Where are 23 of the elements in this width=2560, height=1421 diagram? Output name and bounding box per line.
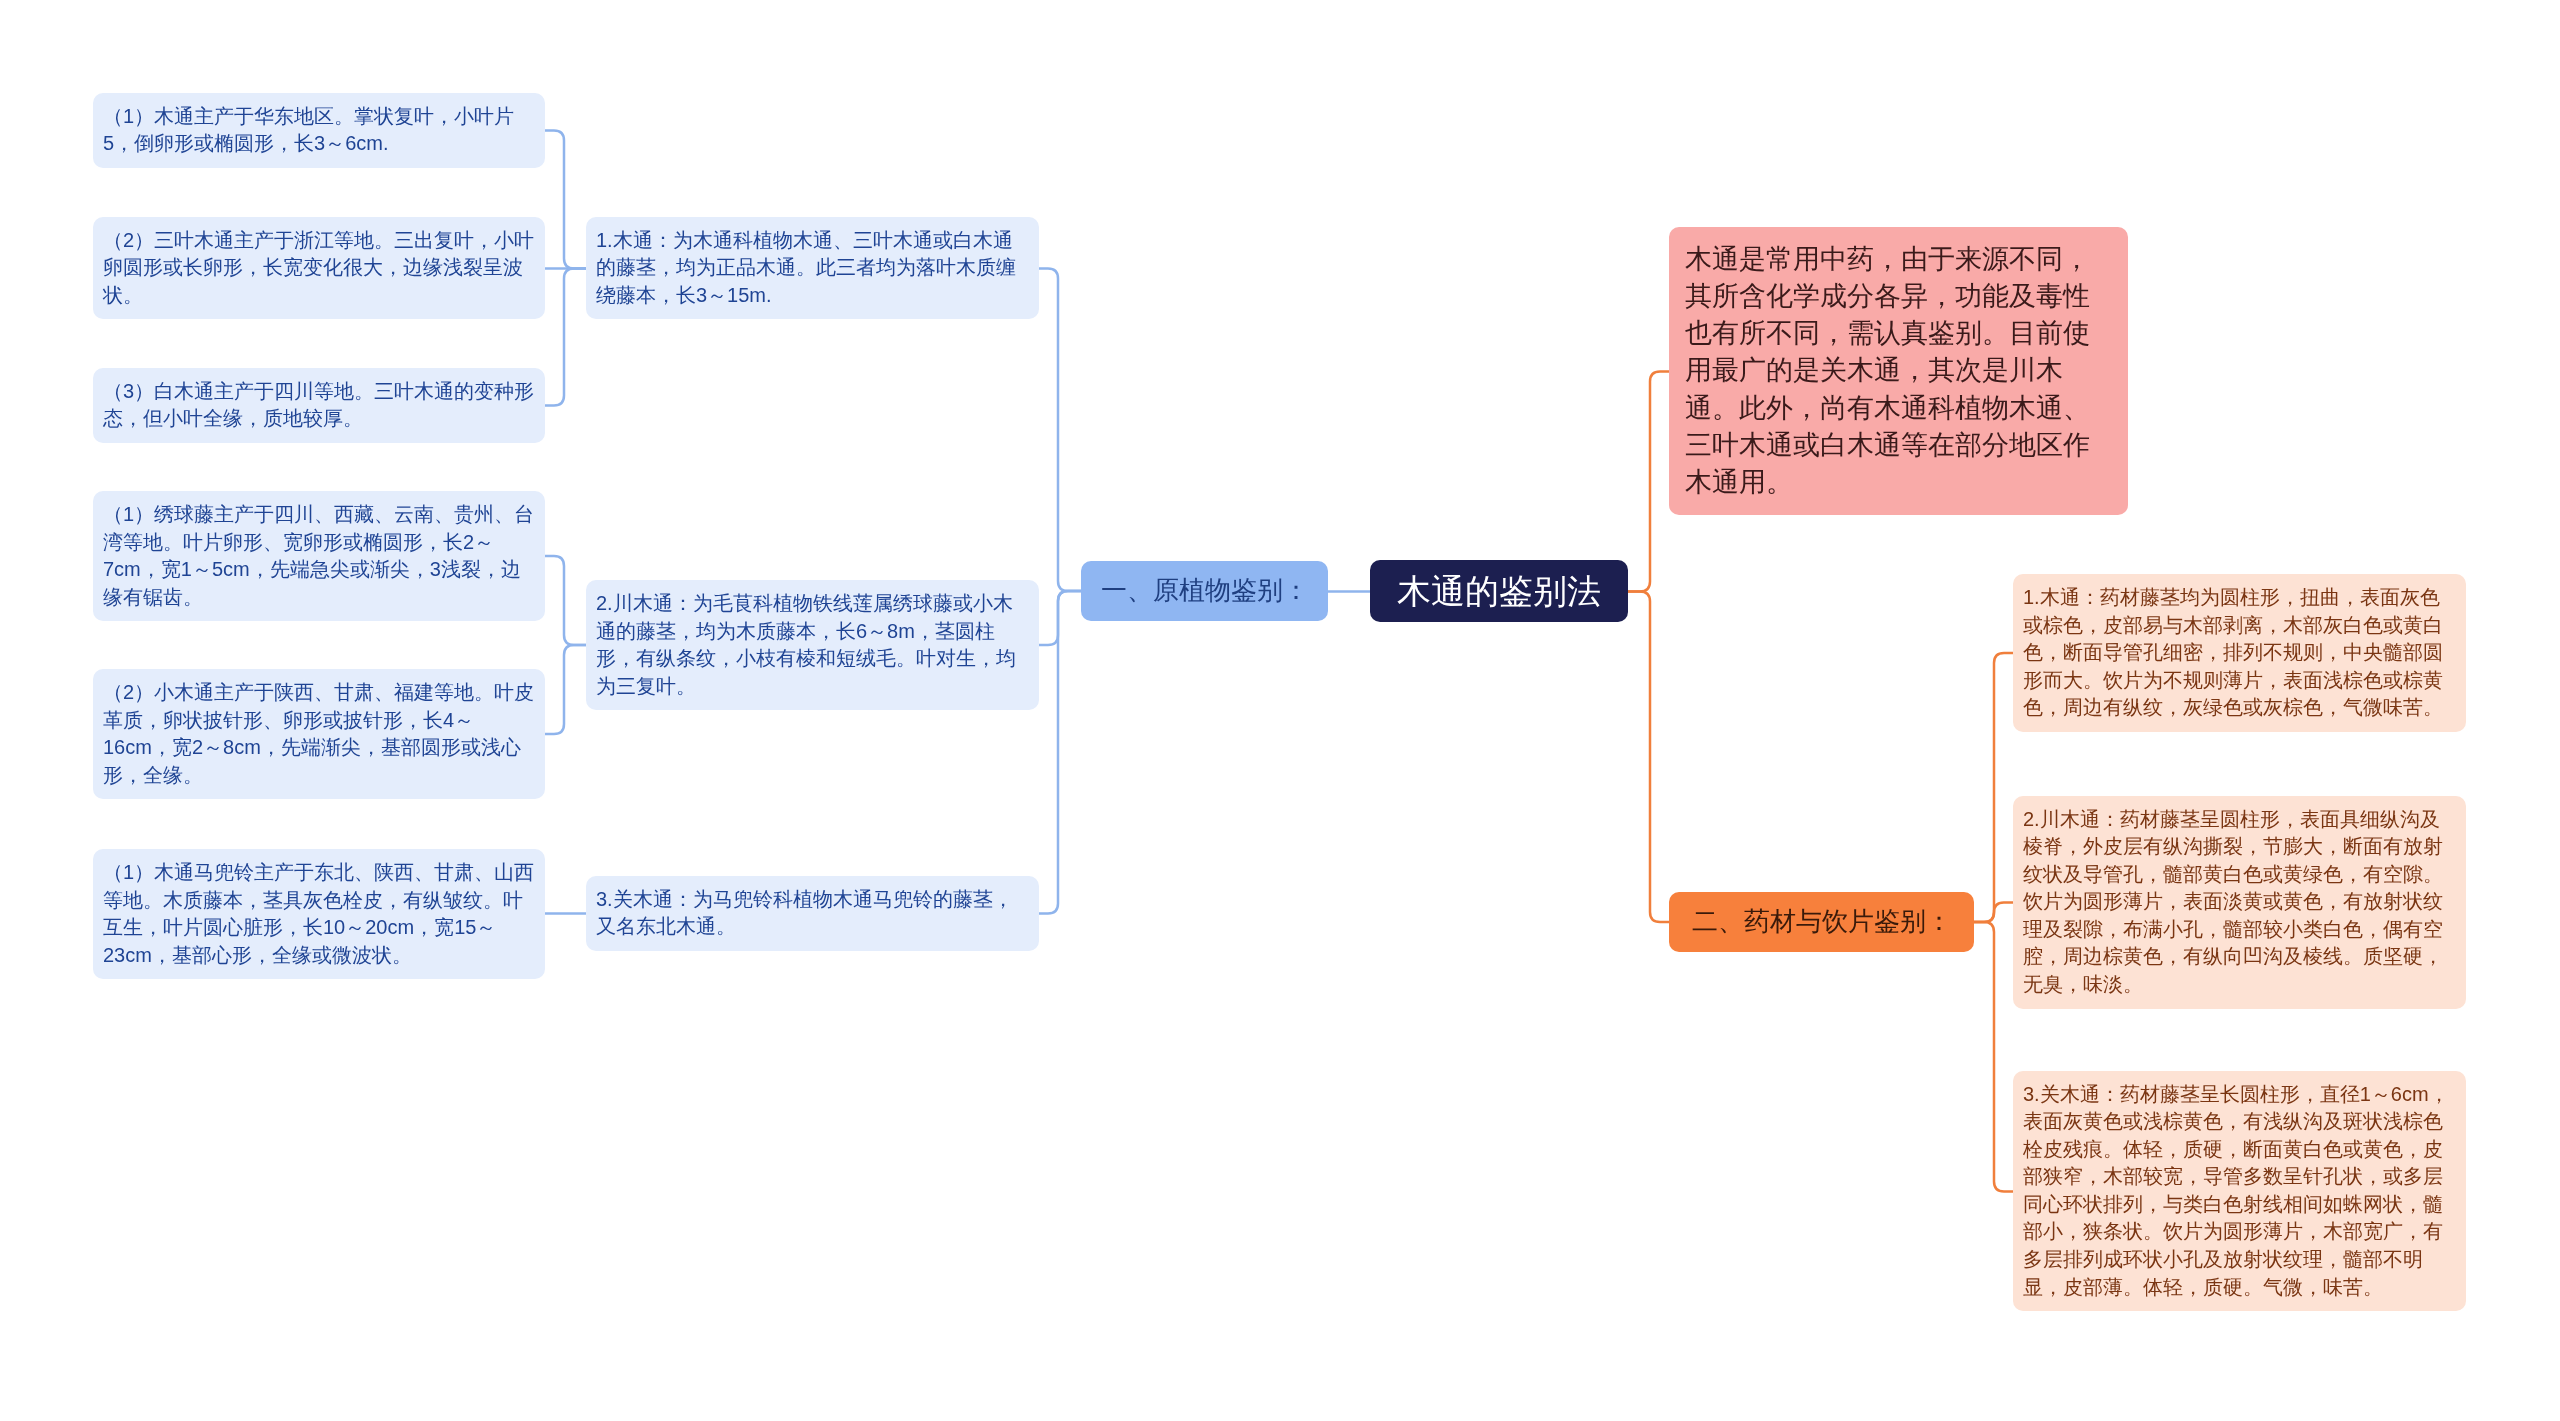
text-box: （1）绣球藤主产于四川、西藏、云南、贵州、台湾等地。叶片卵形、宽卵形或椭圆形，长2～7cm，宽1～5cm，先端急尖或渐尖，3浅裂，边缘有锯齿。	[93, 491, 545, 622]
text-box: 2.川木通：药材藤茎呈圆柱形，表面具细纵沟及棱脊，外皮层有纵沟撕裂，节膨大，断面有放射纹状及导管孔，髓部黄白色或黄绿色，有空隙。饮片为圆形薄片，表面淡黄或黄色，有放射状纹理及裂隙，布满小孔，髓部较小类白色，偶有空腔，周边棕黄色，有纵向凹沟及棱线。质坚硬，无臭，味淡。	[2013, 795, 2466, 1009]
connector-line	[1039, 589, 1081, 915]
connector-line	[545, 267, 586, 407]
connector-line	[1628, 590, 1669, 924]
branch-topic: 一、原植物鉴别：	[1081, 561, 1328, 621]
text-box: （2）三叶木通主产于浙江等地。三出复叶，小叶卵圆形或长卵形，长宽变化很大，边缘浅裂呈波状。	[93, 216, 545, 320]
text-box: 1.木通：药材藤茎均为圆柱形，扭曲，表面灰色或棕色，皮部易与木部剥离，木部灰白色或黄白色，断面导管孔细密，排列不规则，中央髓部圆形而大。饮片为不规则薄片，表面浅棕色或棕黄色，周边有纵纹，灰绿色或灰棕色，气微味苦。	[2013, 574, 2466, 732]
text-box: 3.关木通：药材藤茎呈长圆柱形，直径1～6cm，表面灰黄色或浅棕黄色，有浅纵沟及斑状浅棕色栓皮残痕。体轻，质硬，断面黄白色或黄色，皮部狭窄，木部较宽，导管多数呈针孔状，或多层同心环状排列，与类白色射线相间如蛛网状，髓部小，狭条状。饮片为圆形薄片，木部宽广，有多层排列成环状小孔及放射状纹理，髓部不明显，皮部薄。体轻，质硬。气微，味苦。	[2013, 1070, 2466, 1312]
connector-line	[545, 643, 586, 736]
summary-box: 木通是常用中药，由于来源不同，其所含化学成分各异，功能及毒性也有所不同，需认真鉴别。目前使用最广的是关木通，其次是川木通。此外，尚有木通科植物木通、三叶木通或白木通等在部分地区作木通用。	[1669, 226, 2128, 516]
connector-line	[545, 912, 586, 915]
connector-line	[1328, 590, 1370, 593]
text-box: （2）小木通主产于陕西、甘肃、福建等地。叶皮革质，卵状披针形、卵形或披针形，长4～16cm，宽2～8cm，先端渐尖，基部圆形或浅心形，全缘。	[93, 669, 545, 800]
text-box: 2.川木通：为毛茛科植物铁线莲属绣球藤或小木通的藤茎，均为木质藤本，长6～8m，茎圆柱形，有纵条纹，小枝有棱和短绒毛。叶对生，均为三复叶。	[586, 580, 1039, 711]
text-box: 3.关木通：为马兜铃科植物木通马兜铃的藤茎，又名东北木通。	[586, 875, 1039, 951]
root-topic: 木通的鉴别法	[1370, 559, 1628, 623]
text-box: 1.木通：为木通科植物木通、三叶木通或白木通的藤茎，均为正品木通。此三者均为落叶木质缠绕藤本，长3～15m.	[586, 216, 1039, 320]
text-box: （1）木通马兜铃主产于东北、陕西、甘肃、山西等地。木质藤本，茎具灰色栓皮，有纵皱纹。叶互生，叶片圆心脏形，长10～20cm，宽15～23cm，基部心形，全缘或微波状。	[93, 849, 545, 980]
connector-line	[1974, 920, 2013, 1193]
text-box: （3）白木通主产于四川等地。三叶木通的变种形态，但小叶全缘，质地较厚。	[93, 367, 545, 443]
branch-topic: 二、药材与饮片鉴别：	[1669, 892, 1974, 952]
text-box: （1）木通主产于华东地区。掌状复叶，小叶片5，倒卵形或椭圆形，长3～6cm.	[93, 92, 545, 168]
